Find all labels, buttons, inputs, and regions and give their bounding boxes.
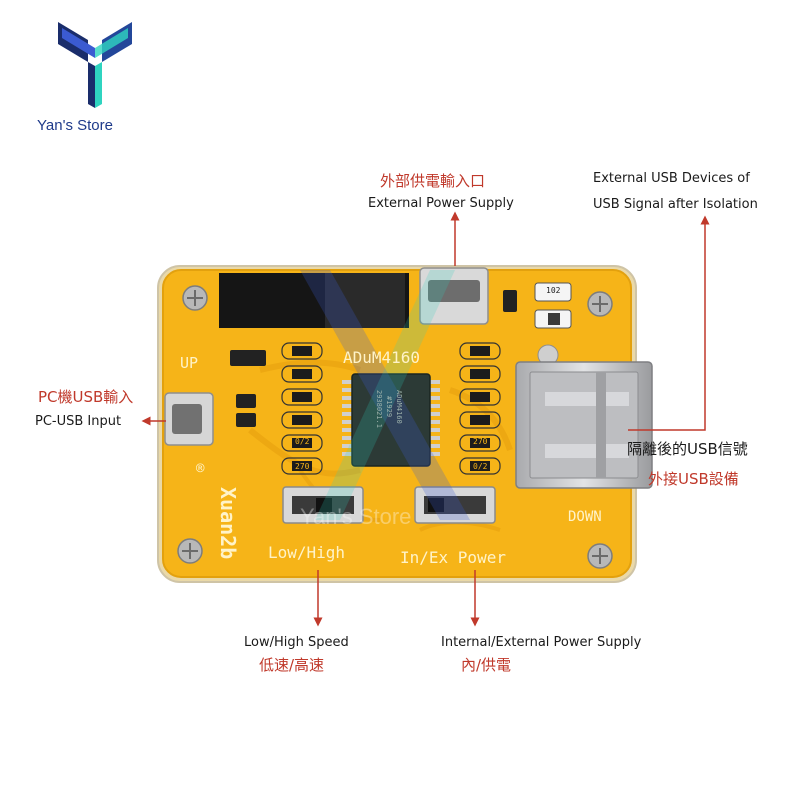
- adum4160-chip: [342, 373, 440, 467]
- external-power-zh: 外部供電輸入口: [380, 172, 486, 190]
- silkscreen-up: UP: [180, 354, 199, 372]
- usb-a-port: [515, 344, 653, 489]
- usb-devices-en-1: External USB Devices of: [593, 171, 750, 186]
- pc-usb-zh: PC機USB輸入: [38, 388, 134, 406]
- screw-icon: [177, 538, 203, 564]
- silkscreen-low-high: Low/High: [268, 543, 346, 562]
- chip-marking-3: 2938021.1: [375, 390, 383, 428]
- callout-arrows: [141, 211, 710, 627]
- chip-silkscreen: ADuM4160: [343, 348, 421, 367]
- yt-logo-icon: [58, 22, 132, 108]
- resistor-label: 0/2: [473, 462, 488, 471]
- silkscreen-brand: Xuan2b: [216, 487, 240, 560]
- watermark-text: Yan's Store: [300, 504, 412, 529]
- power-slide-switch: [414, 486, 496, 524]
- power-select-en: Internal/External Power Supply: [441, 635, 642, 650]
- store-name: Yan's Store: [37, 117, 113, 134]
- screw-icon: [587, 543, 613, 569]
- pcb-board: [157, 265, 653, 583]
- usb-devices-zh-1: 隔離後的USB信號: [627, 440, 748, 458]
- resistor-label: 270: [295, 462, 310, 471]
- screw-icon: [587, 291, 613, 317]
- resistor-label: 270: [473, 437, 488, 446]
- speed-en: Low/High Speed: [244, 635, 349, 650]
- usb-devices-zh-2: 外接USB設備: [648, 470, 739, 488]
- usb-devices-en-2: USB Signal after Isolation: [593, 197, 758, 212]
- speed-zh: 低速/高速: [259, 656, 325, 674]
- external-power-en: External Power Supply: [368, 196, 514, 211]
- silkscreen-in-ex-power: In/Ex Power: [400, 548, 506, 567]
- silkscreen-down: DOWN: [568, 509, 602, 525]
- chip-marking-1: ADuM4160: [395, 390, 403, 424]
- power-select-zh: 內/供電: [461, 656, 512, 674]
- registered-mark: ®: [196, 461, 205, 477]
- screw-icon: [182, 285, 208, 311]
- resistor-label: 0/2: [295, 437, 310, 446]
- pc-usb-en: PC-USB Input: [35, 414, 122, 429]
- chip-marking-2: #1929: [385, 396, 393, 418]
- speed-slide-switch: [282, 486, 364, 524]
- resistor-label: 102: [546, 286, 561, 295]
